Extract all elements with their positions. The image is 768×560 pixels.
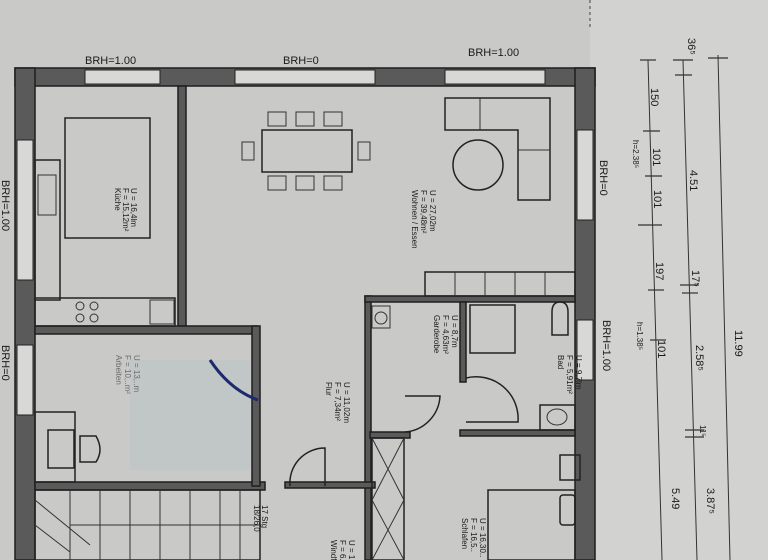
dimension-lines xyxy=(638,54,731,560)
brh-left-upper: BRH=1.00 xyxy=(0,180,11,231)
svg-text:Windf.: Windf. xyxy=(329,540,338,560)
staircase xyxy=(34,489,261,560)
svg-text:F = 7,34m²: F = 7,34m² xyxy=(333,382,342,421)
svg-text:U = 9,7lm: U = 9,7lm xyxy=(574,355,583,390)
svg-text:U = 1..: U = 1.. xyxy=(347,540,356,560)
brh-top-mid: BRH=0 xyxy=(283,55,319,67)
svg-text:F = 39,48m²: F = 39,48m² xyxy=(419,190,428,234)
room-label-schlafen: Schlafen F = 16,5.. U = 16,30.. xyxy=(460,518,487,557)
svg-text:11.99: 11.99 xyxy=(732,330,744,357)
svg-text:Flur: Flur xyxy=(324,382,333,396)
dining-table-icon xyxy=(241,111,371,191)
exterior-walls xyxy=(14,67,596,560)
svg-text:U = 16,30..: U = 16,30.. xyxy=(478,518,487,557)
room-label-arbeiten: Arbeiten F = 10,..m² U = 13,..m xyxy=(114,355,141,394)
svg-text:2.58⁵: 2.58⁵ xyxy=(693,345,705,371)
svg-text:Garderobe: Garderobe xyxy=(432,315,441,354)
shaft xyxy=(371,437,405,560)
svg-text:101: 101 xyxy=(651,190,663,208)
svg-text:4.51: 4.51 xyxy=(687,170,699,191)
svg-text:U = 13,..m: U = 13,..m xyxy=(132,355,141,392)
brh-top-left: BRH=1.00 xyxy=(85,55,136,67)
door-swings xyxy=(289,376,519,487)
kitchen-furniture xyxy=(34,117,176,327)
svg-text:Wohnen / Essen: Wohnen / Essen xyxy=(410,190,419,249)
svg-text:U = 27,02m: U = 27,02m xyxy=(428,190,437,232)
room-label-bad: Bad F = 5,91m² U = 9,7lm xyxy=(556,355,583,394)
svg-text:11⁵: 11⁵ xyxy=(698,425,707,437)
brh-right-lower: BRH=1.00 xyxy=(600,320,612,371)
svg-text:F = 16,5..: F = 16,5.. xyxy=(469,518,478,552)
stairs-ratio: 18/26,0 xyxy=(252,505,261,532)
svg-text:36⁵: 36⁵ xyxy=(685,38,697,55)
bed-icon xyxy=(487,454,581,560)
svg-text:F = 5,91m²: F = 5,91m² xyxy=(565,355,574,394)
svg-text:Arbeiten: Arbeiten xyxy=(114,355,123,385)
svg-text:F = 6..: F = 6.. xyxy=(338,540,347,560)
dimension-labels: 150 101 101 197 101 h=2.38⁵ h=1.38⁵ 36⁵ … xyxy=(631,38,744,514)
coffee-table-icon xyxy=(452,139,504,191)
stove-icon xyxy=(75,301,99,323)
sofa-icon xyxy=(444,97,551,201)
brh-right-upper: BRH=0 xyxy=(597,160,609,196)
svg-text:U = 16,4lm: U = 16,4lm xyxy=(129,188,138,227)
svg-text:U = 8,7m: U = 8,7m xyxy=(450,315,459,348)
room-label-windfang: Windf. F = 6.. U = 1.. xyxy=(329,540,356,560)
svg-text:197: 197 xyxy=(653,262,665,280)
svg-text:Schlafen: Schlafen xyxy=(460,518,469,549)
svg-text:5.49: 5.49 xyxy=(669,488,681,509)
room-label-wohnen: Wohnen / Essen F = 39,48m² U = 27,02m xyxy=(410,190,437,249)
svg-text:150: 150 xyxy=(648,88,660,106)
paper-margin xyxy=(590,0,768,560)
cabinet-row xyxy=(424,271,576,297)
svg-text:U = 11,02m: U = 11,02m xyxy=(342,382,351,423)
office-furniture xyxy=(34,359,259,483)
svg-text:F = 15,12m²: F = 15,12m² xyxy=(121,188,130,232)
bathroom-fixtures xyxy=(371,301,576,431)
svg-text:101: 101 xyxy=(650,148,662,166)
svg-text:h=2.38⁵: h=2.38⁵ xyxy=(631,140,640,168)
room-label-flur: Flur F = 7,34m² U = 11,02m xyxy=(324,382,351,423)
stairs-steps: 17 Stg xyxy=(260,505,269,528)
svg-text:Bad: Bad xyxy=(556,355,565,369)
brh-top-right: BRH=1.00 xyxy=(468,47,519,59)
brh-left-lower: BRH=0 xyxy=(0,345,11,381)
svg-text:F = 4,63m²: F = 4,63m² xyxy=(441,315,450,354)
svg-text:101: 101 xyxy=(655,340,667,358)
svg-text:F = 10,..m²: F = 10,..m² xyxy=(123,355,132,394)
room-label-garderobe: Garderobe F = 4,63m² U = 8,7m xyxy=(432,315,459,354)
svg-text:Küche: Küche xyxy=(113,188,122,211)
svg-text:h=1.38⁵: h=1.38⁵ xyxy=(635,322,644,350)
room-label-kueche: Küche F = 15,12m² U = 16,4lm xyxy=(113,188,138,232)
svg-text:17⁵: 17⁵ xyxy=(689,270,701,287)
svg-text:3.87⁵: 3.87⁵ xyxy=(704,488,716,514)
